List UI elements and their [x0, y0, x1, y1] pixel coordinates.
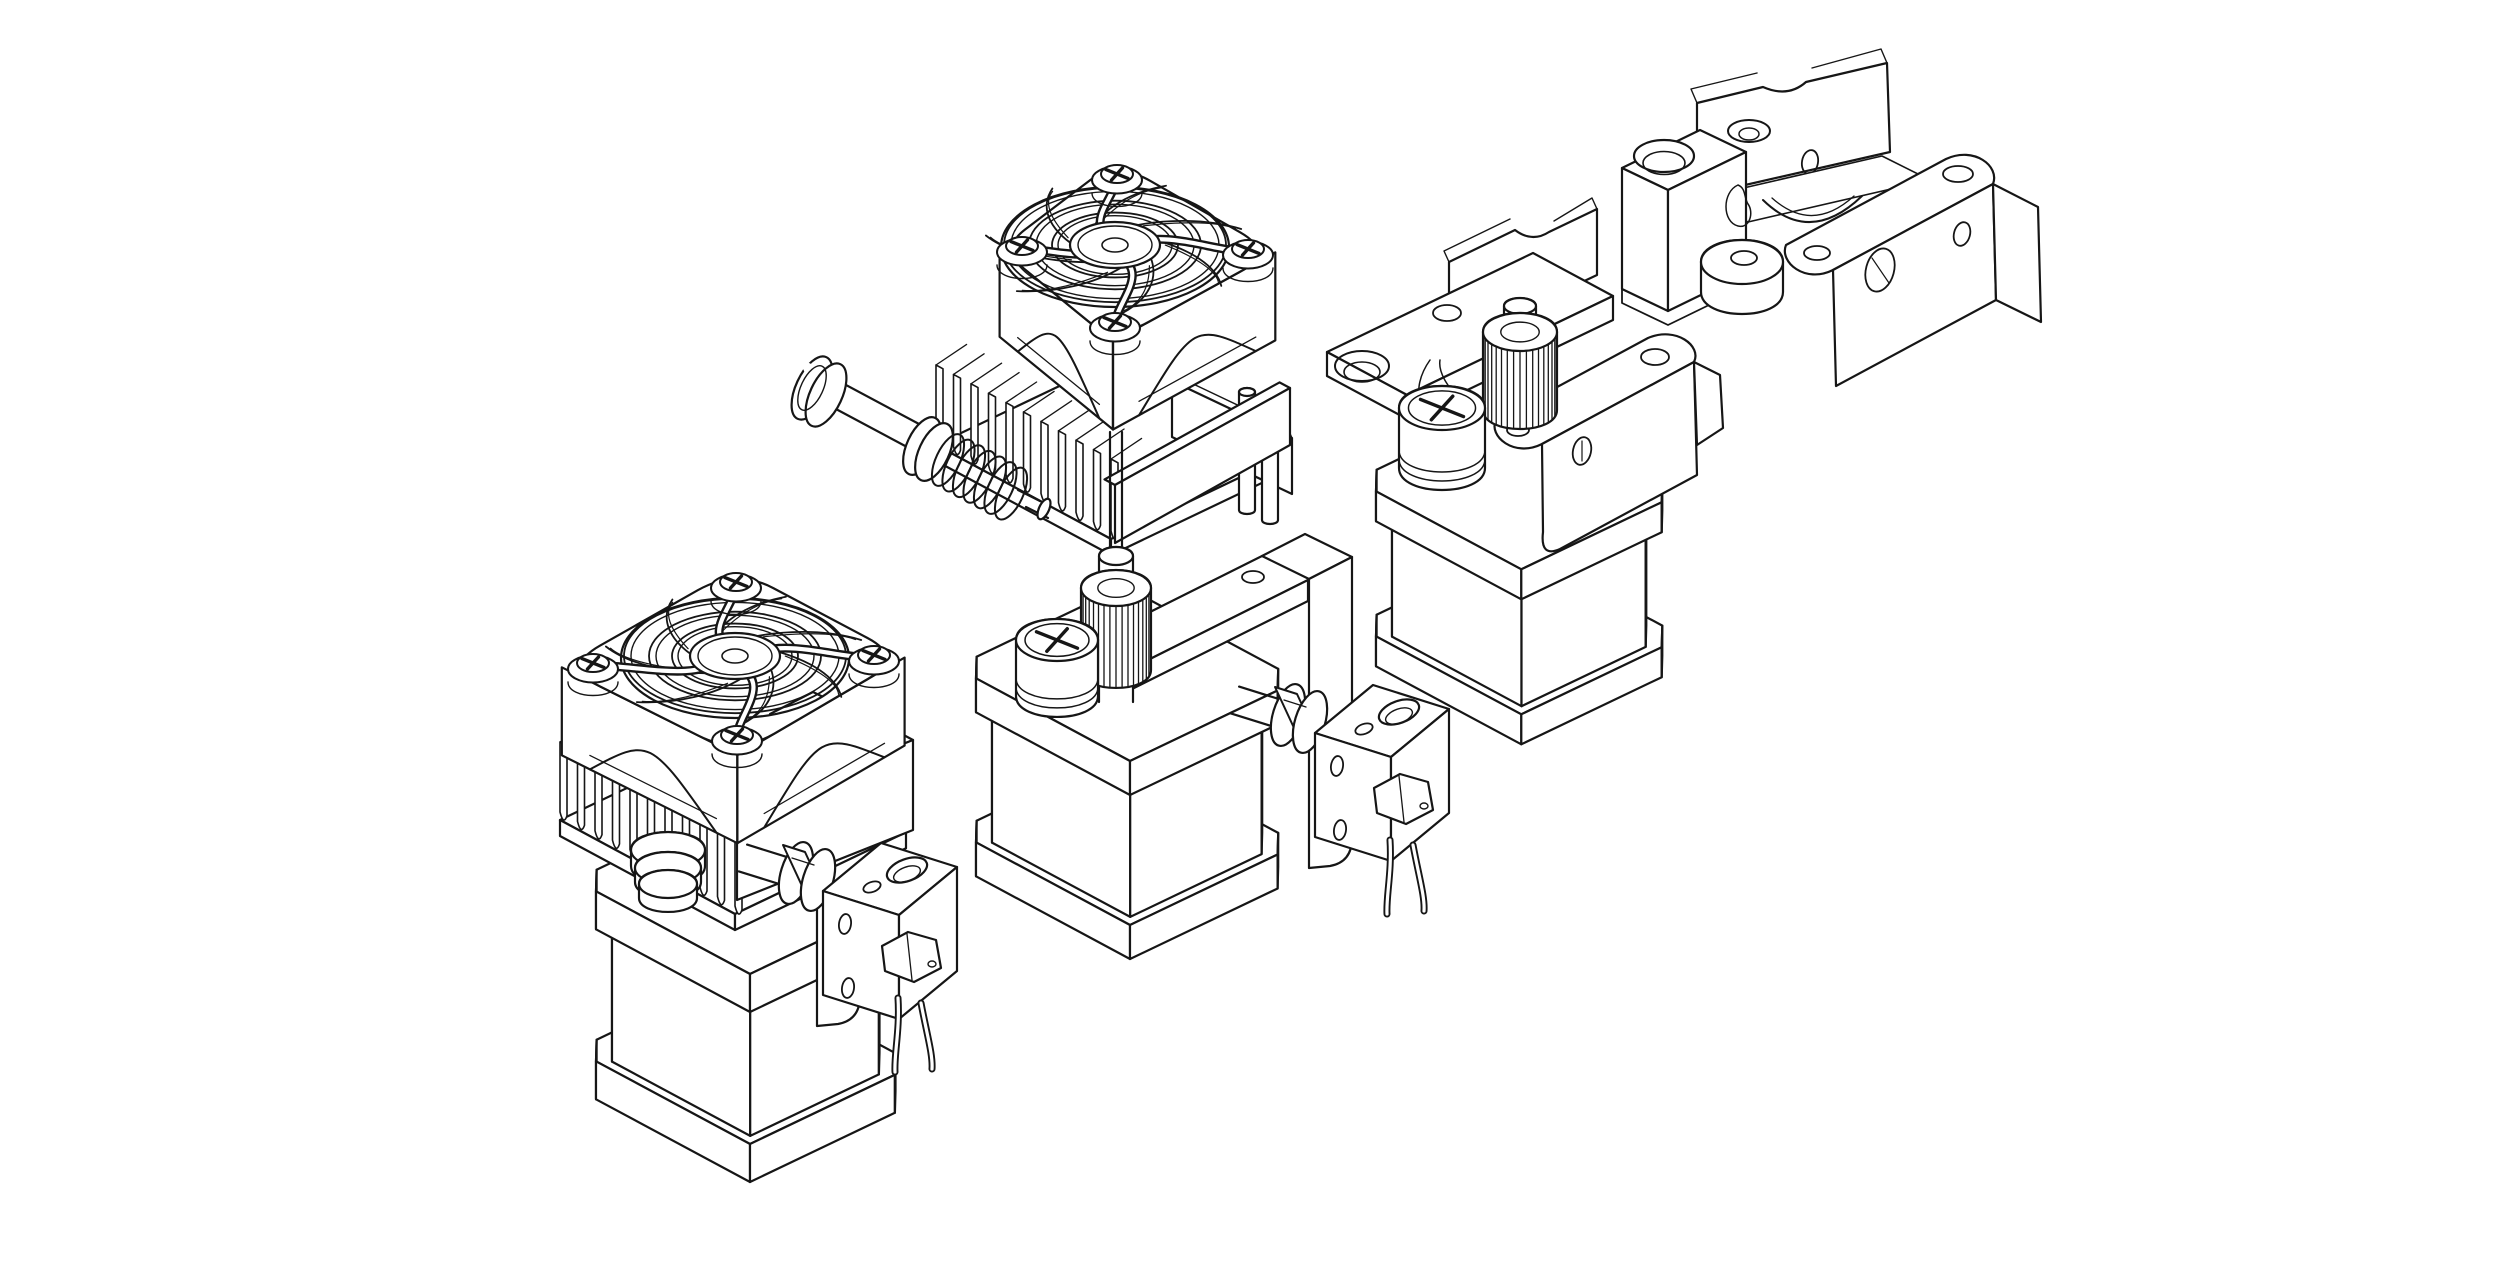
fan-unit-2	[985, 164, 1277, 431]
part-extruder-body	[1620, 48, 2043, 388]
fan-unit-1	[560, 572, 906, 845]
assembly-extruder-complete	[558, 572, 959, 1184]
assembly-motor-gear	[1325, 197, 1725, 746]
tension-screw-spring	[790, 355, 1052, 521]
spacer-stack-1	[629, 830, 707, 914]
body-front-lobe	[1699, 238, 1785, 316]
hotend-1	[737, 840, 959, 1076]
assembly-extruder-exploded	[790, 164, 1451, 961]
idler-bearing-3	[1397, 384, 1487, 491]
idler-bearing-2	[1014, 617, 1100, 719]
body-side-bar	[1783, 153, 2043, 388]
hotend-2	[1229, 682, 1451, 918]
drive-gear-3	[1481, 296, 1559, 431]
